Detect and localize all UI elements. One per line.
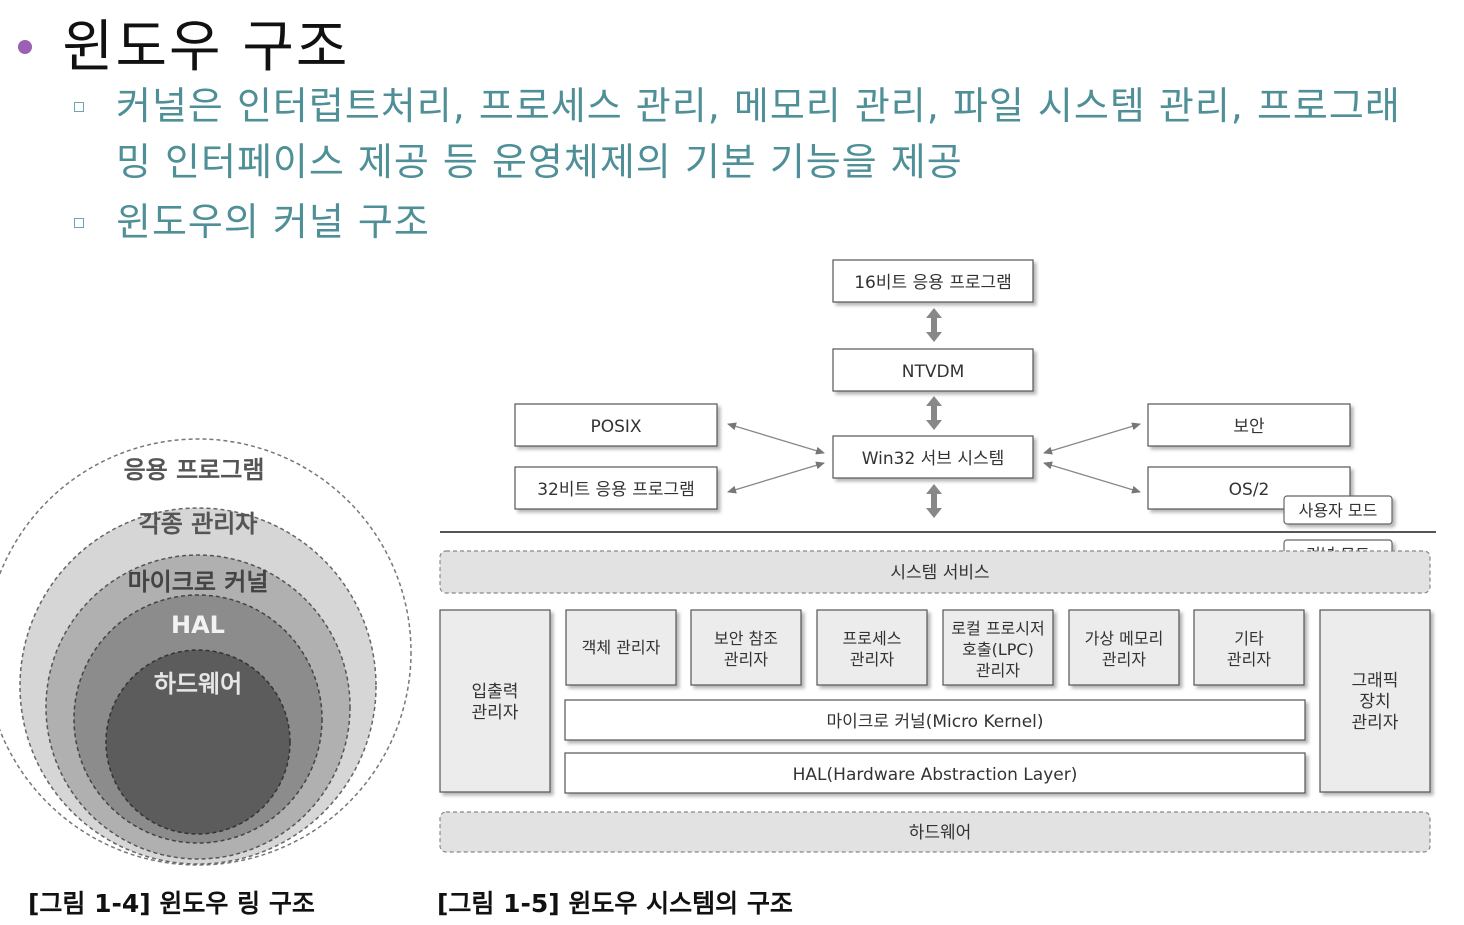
vm-manager-label-line2: 관리자 xyxy=(1102,650,1146,669)
title-bullet-icon xyxy=(18,39,32,54)
double-arrow-icon xyxy=(926,484,942,518)
system-diagram: 16비트 응용 프로그램 NTVDM Win32 서브 시스템 POSIX 32… xyxy=(439,259,1436,853)
box-process-manager: 프로세스 관리자 xyxy=(816,609,928,686)
lpc-manager-label-line2: 호출(LPC) xyxy=(962,640,1034,659)
box-micro-kernel: 마이크로 커널(Micro Kernel) xyxy=(564,699,1306,741)
box-security: 보안 xyxy=(1147,403,1351,447)
lpc-manager-label-line1: 로컬 프로시저 xyxy=(951,619,1044,638)
hardware-label: 하드웨어 xyxy=(909,823,972,843)
ring-label-hal: HAL xyxy=(171,611,225,639)
bullet-text: 커널은 인터럽트처리, 프로세스 관리, 메모리 관리, 파일 시스템 관리, … xyxy=(116,84,1401,184)
box-ntvdm: NTVDM xyxy=(832,348,1034,392)
io-manager-label-line1: 입출력 xyxy=(472,682,519,702)
process-manager-label-line1: 프로세스 xyxy=(843,629,902,648)
box-os2-label: OS/2 xyxy=(1229,480,1270,500)
object-manager-label: 객체 관리자 xyxy=(582,638,661,657)
box-win32: Win32 서브 시스템 xyxy=(832,435,1034,479)
ring-diagram: 응용 프로그램 각종 관리자 마이크로 커널 HAL 하드웨어 xyxy=(0,438,412,866)
other-manager-label-line1: 기타 xyxy=(1234,629,1264,648)
square-bullet-icon xyxy=(74,102,84,112)
hardware-bar: 하드웨어 xyxy=(439,811,1431,853)
graphics-manager-label-line1: 그래픽 xyxy=(1352,671,1399,691)
box-hal: HAL(Hardware Abstraction Layer) xyxy=(564,752,1306,794)
graphics-manager-label-line3: 관리자 xyxy=(1352,713,1399,733)
caption-system-structure: [그림 1-5] 윈도우 시스템의 구조 xyxy=(437,889,793,918)
ring-label-hardware: 하드웨어 xyxy=(154,670,242,698)
box-virtual-memory-manager: 가상 메모리 관리자 xyxy=(1068,609,1180,686)
security-ref-label-line1: 보안 참조 xyxy=(714,629,778,648)
arrow-posix-win32 xyxy=(727,422,825,455)
box-16bit-app: 16비트 응용 프로그램 xyxy=(832,259,1034,303)
box-posix: POSIX xyxy=(514,403,718,447)
graphics-manager-label-line2: 장치 xyxy=(1359,692,1390,712)
lpc-manager-label-line3: 관리자 xyxy=(976,661,1020,680)
double-arrow-icon xyxy=(926,396,942,430)
double-arrow-icon xyxy=(926,308,942,342)
other-manager-label-line2: 관리자 xyxy=(1227,650,1271,669)
process-manager-label-line2: 관리자 xyxy=(850,650,894,669)
box-ntvdm-label: NTVDM xyxy=(902,362,965,382)
box-other-manager: 기타 관리자 xyxy=(1193,609,1305,686)
user-mode-tag: 사용자 모드 xyxy=(1283,495,1393,525)
square-bullet-icon xyxy=(74,218,84,228)
ring-label-application: 응용 프로그램 xyxy=(124,456,265,484)
ring-label-managers: 각종 관리자 xyxy=(139,510,258,538)
bullet-item: 윈도우의 커널 구조 xyxy=(74,194,430,250)
box-security-label: 보안 xyxy=(1233,417,1265,437)
box-io-manager: 입출력 관리자 xyxy=(439,609,551,793)
security-ref-label-line2: 관리자 xyxy=(724,650,768,669)
arrow-win32-security xyxy=(1043,422,1141,455)
user-mode-label: 사용자 모드 xyxy=(1299,501,1378,520)
box-graphics-manager: 그래픽 장치 관리자 xyxy=(1319,609,1431,793)
box-32bit-app-label: 32비트 응용 프로그램 xyxy=(537,480,695,500)
vm-manager-label-line1: 가상 메모리 xyxy=(1085,629,1164,648)
box-posix-label: POSIX xyxy=(590,417,641,437)
micro-kernel-label: 마이크로 커널(Micro Kernel) xyxy=(826,712,1043,732)
arrow-app32-win32 xyxy=(727,461,825,494)
bullet-text: 윈도우의 커널 구조 xyxy=(116,200,430,244)
system-services-label: 시스템 서비스 xyxy=(890,563,989,583)
caption-ring-structure: [그림 1-4] 윈도우 링 구조 xyxy=(28,889,315,918)
ring-label-microkernel: 마이크로 커널 xyxy=(128,568,269,596)
arrow-win32-os2 xyxy=(1043,461,1141,494)
bullet-item: 커널은 인터럽트처리, 프로세스 관리, 메모리 관리, 파일 시스템 관리, … xyxy=(74,78,1434,190)
slide-title-row: 윈도우 구조 xyxy=(18,2,349,83)
system-services-bar: 시스템 서비스 xyxy=(439,550,1431,594)
box-win32-label: Win32 서브 시스템 xyxy=(862,449,1005,469)
box-32bit-app: 32비트 응용 프로그램 xyxy=(514,466,718,510)
hal-label: HAL(Hardware Abstraction Layer) xyxy=(793,765,1078,785)
box-lpc-manager: 로컬 프로시저 호출(LPC) 관리자 xyxy=(942,609,1054,686)
ring-hardware xyxy=(105,649,291,835)
box-16bit-app-label: 16비트 응용 프로그램 xyxy=(854,273,1012,293)
io-manager-label-line2: 관리자 xyxy=(472,703,519,723)
box-object-manager: 객체 관리자 xyxy=(565,609,677,686)
slide-title: 윈도우 구조 xyxy=(62,15,350,80)
box-security-ref-manager: 보안 참조 관리자 xyxy=(690,609,802,686)
